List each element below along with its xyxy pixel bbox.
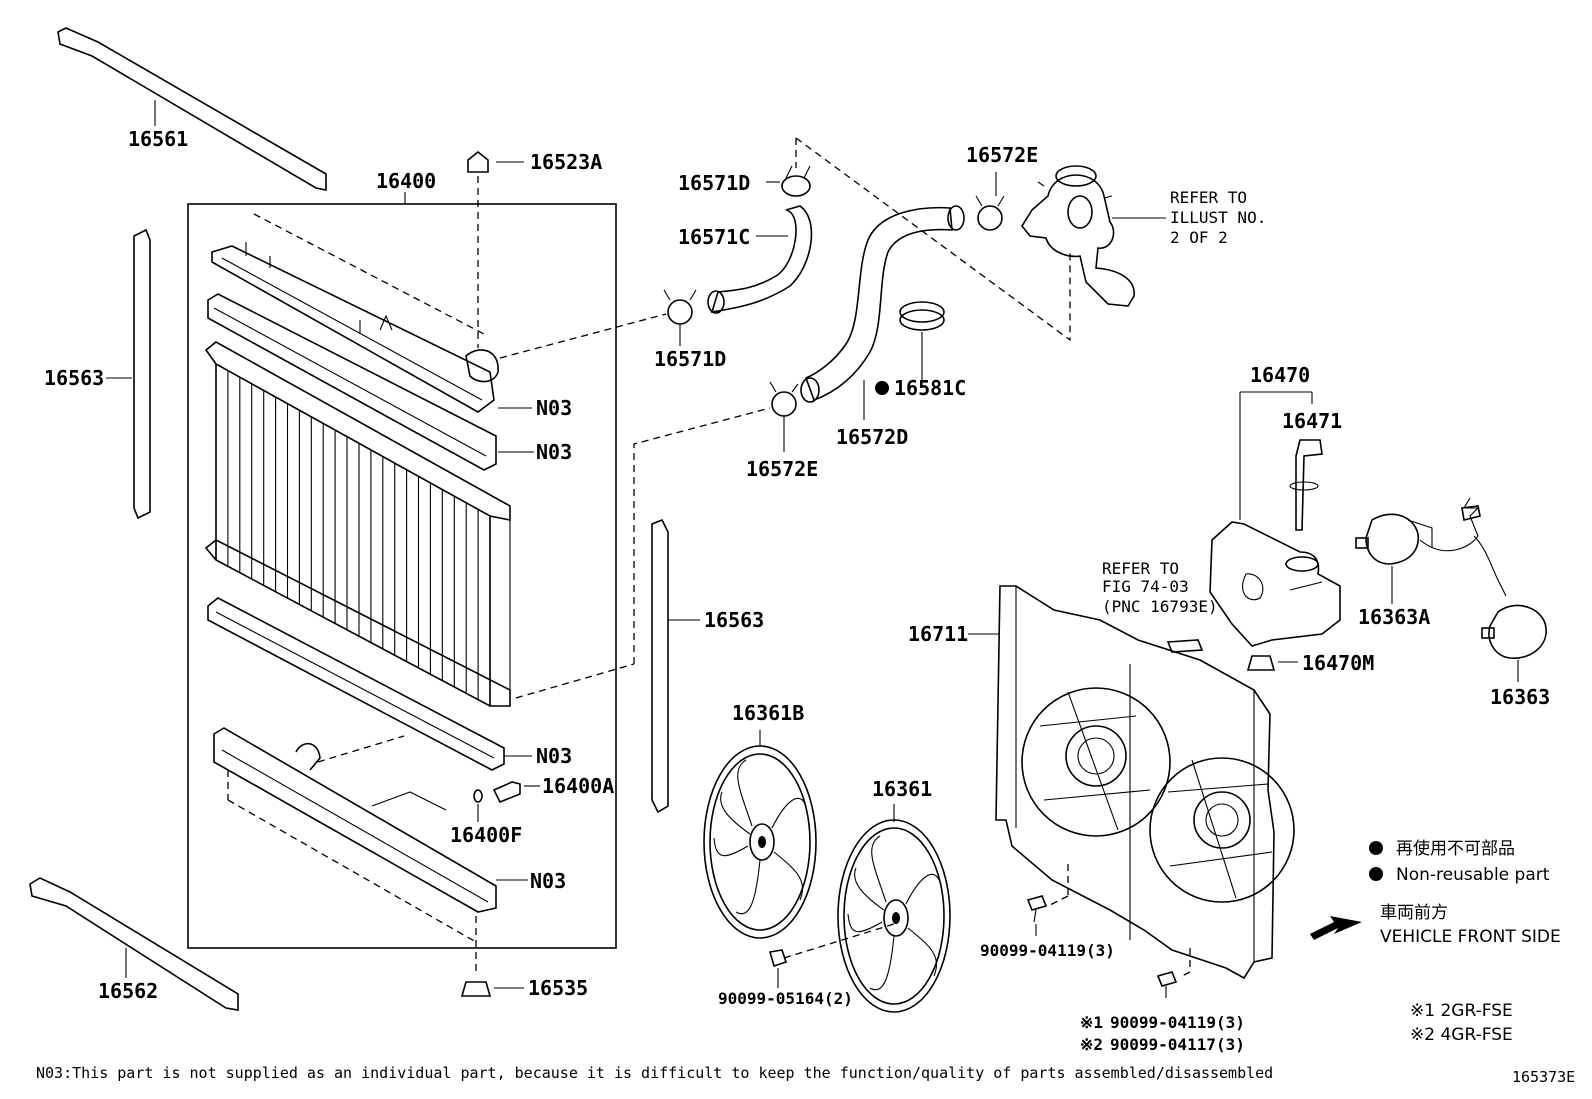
legend-non-reusable-jp: 再使用不可部品: [1396, 838, 1515, 859]
bolt-90099-04119: [1026, 864, 1069, 936]
refer-illust-line2: ILLUST NO.: [1170, 208, 1266, 227]
engine-note-1-part: 90099-04119(3): [1110, 1013, 1245, 1032]
legend-front-en: VEHICLE FRONT SIDE: [1380, 927, 1561, 947]
reservoir-cap-16470M: [1246, 655, 1298, 671]
label-16571D-bottom: 16571D: [654, 347, 726, 371]
fan-16361B: [703, 730, 817, 939]
legend-non-reusable-en: Non-reusable part: [1396, 865, 1550, 885]
seal-strip-16562: [29, 877, 239, 1011]
radiator-hose-16572D: [800, 205, 965, 420]
label-16470: 16470: [1250, 363, 1310, 387]
label-16563-right: 16563: [704, 608, 764, 632]
label-n03-4: N03: [530, 869, 566, 893]
engine-note-2-part: 90099-04117(3): [1110, 1035, 1245, 1054]
non-reusable-bullet-icon-en: [1369, 867, 1383, 881]
bolt-90099-0411x-engine: [1156, 948, 1191, 998]
label-90099-05164: 90099-05164(2): [718, 989, 853, 1008]
o-ring-16400F: [473, 789, 483, 822]
footnote-n03: N03:This part is not supplied as an indi…: [36, 1064, 1273, 1082]
label-16470M: 16470M: [1302, 651, 1374, 675]
label-16535: 16535: [528, 976, 588, 1000]
reservoir-pipe-16471: [1289, 439, 1323, 531]
label-16561: 16561: [128, 127, 188, 151]
refer-fig-line3: (PNC 16793E): [1102, 597, 1218, 616]
label-16571D-top: 16571D: [678, 171, 750, 195]
reservoir-tank-16470: [1209, 521, 1341, 647]
label-16361: 16361: [872, 777, 932, 801]
fan-16361: [837, 804, 951, 1013]
label-16562: 16562: [98, 979, 158, 1003]
radiator-core: [204, 341, 635, 707]
label-16572D: 16572D: [836, 425, 908, 449]
fan-shroud-16711: [968, 585, 1295, 980]
radiator-hose-16571C: [707, 205, 813, 314]
label-16571C: 16571C: [678, 225, 750, 249]
label-16572E-bottom: 16572E: [746, 457, 818, 481]
refer-illust-line1: REFER TO: [1170, 188, 1247, 207]
fan-motor-16363A: [1355, 497, 1507, 604]
refer-illust-line3: 2 OF 2: [1170, 228, 1228, 247]
illustration-number: 165373E: [1512, 1068, 1575, 1086]
refer-fig-line2: FIG 74-03: [1102, 577, 1189, 596]
radiator-assembly-box: [187, 203, 617, 949]
label-16363A: 16363A: [1358, 605, 1430, 629]
seal-strip-16561: [57, 27, 327, 191]
non-reusable-bullet-icon-jp: [1369, 841, 1383, 855]
label-16361B: 16361B: [732, 701, 804, 725]
front-arrow-icon: [1310, 916, 1362, 940]
label-16572E-top: 16572E: [966, 143, 1038, 167]
non-reusable-mark-icon: [875, 381, 889, 395]
drain-plug-16400A: [492, 781, 540, 804]
drain-cap-16523A: [467, 150, 524, 348]
engine-note-2-mark: ※2: [1080, 1035, 1103, 1054]
clamp-16581C: [875, 301, 945, 395]
label-n03-3: N03: [536, 744, 572, 768]
label-16581C: 16581C: [894, 376, 966, 400]
label-16711: 16711: [908, 622, 968, 646]
legend-front-jp: 車両前方: [1380, 903, 1448, 923]
nut-90099-05164: [768, 923, 895, 988]
refer-fig-line1: REFER TO: [1102, 559, 1179, 578]
lower-gasket: [207, 597, 532, 771]
upper-tank: [211, 213, 532, 413]
engine-variant-1: ※1 2GR-FSE: [1410, 1001, 1513, 1021]
label-16400F: 16400F: [450, 823, 522, 847]
hose-clamp-16572E-top: [975, 172, 1005, 231]
water-inlet-housing: [1021, 165, 1166, 307]
label-n03-1: N03: [536, 396, 572, 420]
side-seal-16563-right: [651, 518, 700, 814]
engine-note-1-mark: ※1: [1080, 1013, 1103, 1032]
hose-clamp-16571D-top: [766, 165, 811, 197]
hose-clamp-16571D-bottom: [663, 289, 697, 346]
engine-variant-2: ※2 4GR-FSE: [1410, 1025, 1513, 1045]
upper-gasket: [207, 293, 534, 471]
drain-cock-16535: [460, 916, 524, 997]
label-16363: 16363: [1490, 685, 1550, 709]
label-16400: 16400: [376, 169, 436, 193]
fan-motor-16363: [1481, 604, 1547, 682]
lower-tank: [213, 727, 528, 943]
label-16471: 16471: [1282, 409, 1342, 433]
hose-clamp-16572E-bottom: [769, 381, 799, 452]
label-16400A: 16400A: [542, 774, 614, 798]
label-n03-2: N03: [536, 440, 572, 464]
bracket-16793E: [1166, 639, 1204, 653]
side-seal-16563-left: [106, 228, 151, 520]
label-16563-left: 16563: [44, 366, 104, 390]
label-90099-04119: 90099-04119(3): [980, 941, 1115, 960]
label-16523A: 16523A: [530, 150, 602, 174]
